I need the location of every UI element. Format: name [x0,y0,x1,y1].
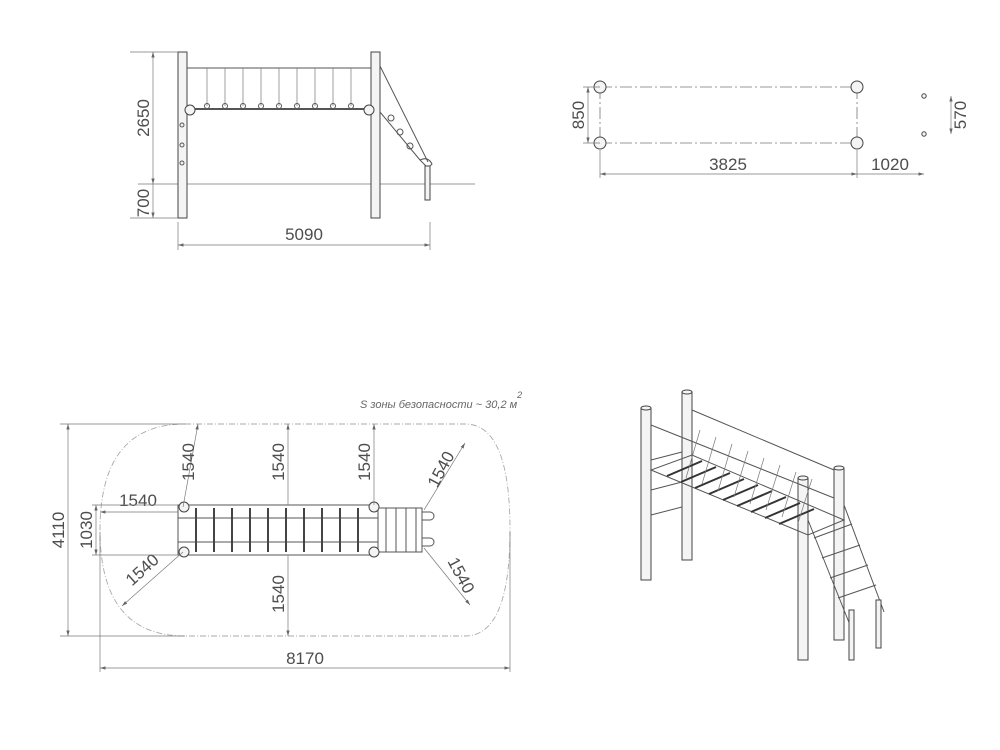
left-joint [184,104,196,116]
right-joint [363,104,375,116]
structure-plan [177,501,435,558]
rope-ladder [379,65,433,201]
zone-radius-7: 1540 [269,575,288,613]
climbing-holds [179,122,185,166]
ladder-width-label: 570 [951,101,970,129]
total-height-label: 4110 [49,512,68,549]
iso-deck [649,454,846,536]
right-post [370,51,381,219]
total-length-label: 8170 [286,649,324,668]
plan-width-label: 850 [569,101,588,129]
front-foundation-label: 700 [134,189,153,217]
iso-side-bars [650,451,683,516]
zone-radius-1: 1540 [179,443,198,481]
iso-hangers [685,429,813,524]
bridge-hangers [204,68,354,109]
zone-radius-5: 1540 [119,491,157,510]
zone-radius-2: 1540 [269,443,288,481]
post-layout-plan: 850 570 3825 1020 [569,80,970,178]
isometric-view [640,389,885,661]
iso-ladder [807,504,885,661]
inner-width-label: 1030 [77,511,96,549]
left-post [177,51,188,219]
safety-zone-outline [99,423,511,637]
zone-radius-8: 1540 [444,554,479,596]
zone-radius-6: 1540 [122,550,163,589]
iso-planks [666,460,815,525]
front-elevation: 2650 700 5090 [130,51,475,250]
post-circles [593,80,927,150]
zone-radius-3: 1540 [355,443,374,481]
front-length-label: 5090 [285,225,323,244]
safety-zone-note: S зоны безопасности ~ 30,2 м2 [360,390,522,411]
safety-zone-plan: S зоны безопасности ~ 30,2 м2 [49,390,522,672]
zone-radius-4: 1540 [424,448,459,490]
front-height-label: 2650 [134,99,153,137]
plan-span-label: 3825 [709,155,747,174]
ladder-span-label: 1020 [871,155,909,174]
